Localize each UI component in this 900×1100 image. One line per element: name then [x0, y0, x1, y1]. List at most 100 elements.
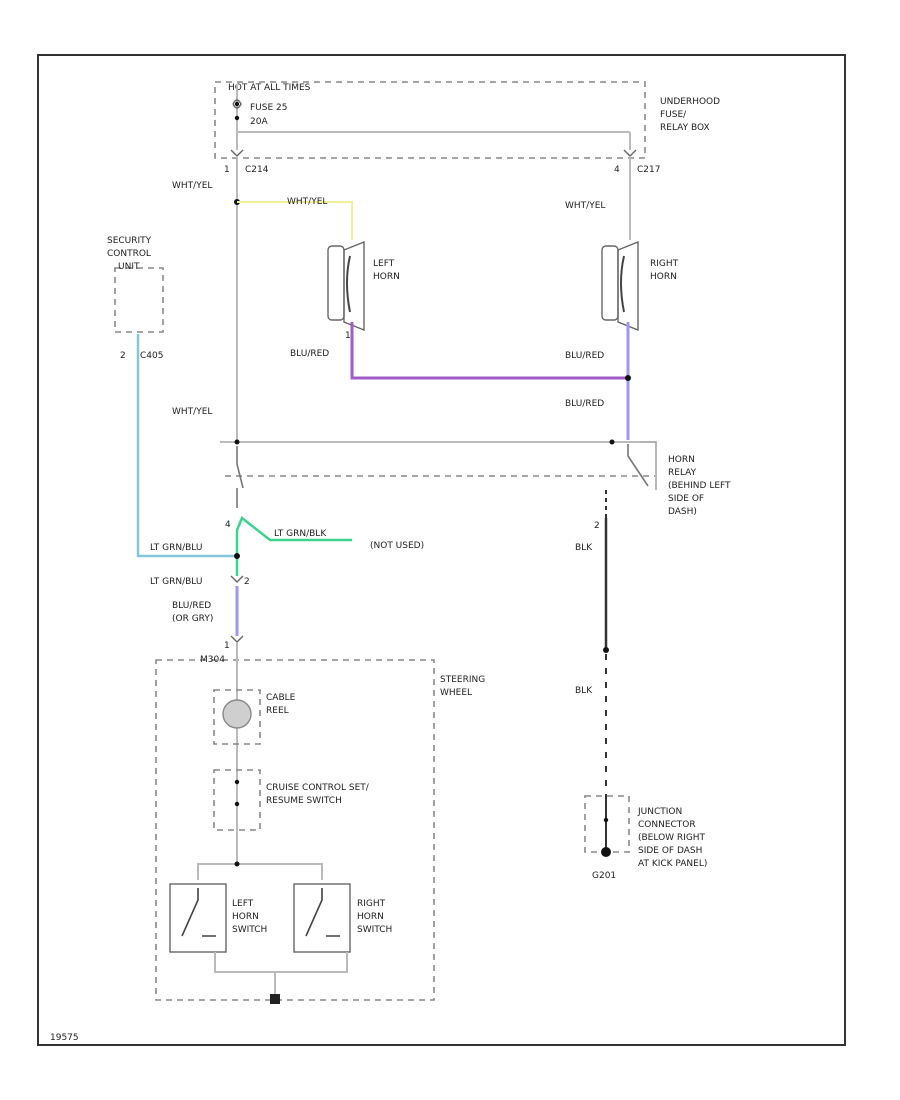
right-horn-bell-icon — [617, 240, 639, 332]
junction-label-line3: (BELOW RIGHT — [638, 833, 706, 843]
left-horn-bell-icon — [343, 240, 365, 332]
right-horn-switch-box — [293, 883, 351, 953]
connector-c217-pin: 4 — [614, 165, 620, 175]
wire-wht-yel-to-left-horn — [237, 201, 353, 240]
connector-lt-icon — [230, 575, 244, 583]
relay-pin-label: 2 — [594, 521, 600, 531]
junction-label-line4: SIDE OF DASH — [638, 846, 702, 856]
left-horn-switch-icon — [181, 888, 216, 937]
horn-switch-junction-dot — [234, 861, 240, 867]
cruise-switch-dot-bottom — [234, 801, 240, 807]
left-horn-pin: 1 — [345, 331, 351, 341]
diagram-frame — [37, 54, 846, 1046]
steering-wheel-label-line2: WHEEL — [440, 688, 472, 698]
diagram-code: 19575 — [50, 1033, 79, 1043]
left-horn-switch-box — [169, 883, 227, 953]
hot-at-all-times-label: HOT AT ALL TIMES — [228, 83, 311, 93]
horn-relay-label-line3: (BEHIND LEFT — [668, 481, 731, 491]
wire-label-wht-yel-left: WHT/YEL — [172, 181, 212, 191]
wire-blu-red-left-horn — [350, 322, 628, 380]
horn-relay-right-dot — [609, 439, 615, 445]
connector-c214-pin: 1 — [224, 165, 230, 175]
horn-relay-label-line5: DASH) — [668, 507, 697, 517]
right-horn-switch-label-line1: RIGHT — [357, 899, 386, 909]
horn-relay-label-line1: HORN — [668, 455, 695, 465]
fuse-rating-label: 20A — [250, 117, 268, 127]
cable-reel-icon — [222, 699, 252, 729]
junction-label-line5: AT KICK PANEL) — [638, 859, 707, 869]
cruise-switch-box — [213, 769, 261, 831]
security-label-line1: SECURITY — [107, 236, 152, 246]
right-horn-label-line1: RIGHT — [650, 259, 679, 269]
horn-relay-switch-left — [236, 446, 244, 508]
cruise-label-line2: RESUME SWITCH — [266, 796, 342, 806]
right-horn-icon — [601, 245, 619, 321]
wire-label-blk-upper: BLK — [575, 543, 593, 553]
wire-label-lt-grn-blu-lower: LT GRN/BLU — [150, 577, 202, 587]
lt-pin-label: 2 — [244, 577, 250, 587]
left-horn-switch-label-line1: LEFT — [232, 899, 254, 909]
horn-relay-switch-right — [627, 444, 649, 487]
left-horn-coil-icon — [346, 255, 351, 313]
connector-c405-label: C405 — [140, 351, 163, 361]
fuse-box-outline — [214, 81, 646, 159]
ground-g201-label: G201 — [592, 871, 616, 881]
horn-relay-label-line4: SIDE OF — [668, 494, 704, 504]
fuse-box-label-line3: RELAY BOX — [660, 123, 710, 133]
connector-c405-pin: 2 — [120, 351, 126, 361]
blu-pin-label: 1 — [224, 641, 230, 651]
steering-ground-icon — [270, 994, 280, 1004]
wire-label-blu-red-right2: BLU/RED — [565, 399, 604, 409]
horn-relay-bracket — [640, 441, 657, 490]
not-used-label: (NOT USED) — [370, 541, 424, 551]
wire-label-blu-red-right1: BLU/RED — [565, 351, 604, 361]
splice-blu-red-dot — [625, 375, 631, 381]
connector-c217-icon — [623, 149, 637, 157]
wire-label-or-gry: (OR GRY) — [172, 614, 213, 624]
right-horn-coil-icon — [620, 255, 625, 313]
right-horn-switch-label-line3: SWITCH — [357, 925, 392, 935]
fuse-icon — [232, 99, 242, 109]
cruise-switch-dot-top — [234, 779, 240, 785]
right-horn-switch-label-line2: HORN — [357, 912, 384, 922]
horn-switch-top-bus — [197, 863, 323, 880]
security-label-line3: UNIT — [118, 262, 140, 272]
left-horn-label-line2: HORN — [373, 272, 400, 282]
connector-c214-icon — [230, 149, 244, 157]
connector-blu-icon — [230, 635, 244, 643]
connector-c214-label: C214 — [245, 165, 269, 175]
left-horn-icon — [327, 245, 345, 321]
wire-label-blu-red-or: BLU/RED — [172, 601, 211, 611]
cable-reel-label-line1: CABLE — [266, 693, 296, 703]
wire-label-wht-yel-mid: WHT/YEL — [172, 407, 212, 417]
junction-dot — [603, 817, 609, 823]
right-horn-label-line2: HORN — [650, 272, 677, 282]
wire-lt-blu-security — [136, 334, 236, 558]
fuse-dot-top — [234, 101, 240, 107]
fuse-box-label-line2: FUSE/ — [660, 110, 687, 120]
cable-reel-box — [213, 689, 261, 745]
wire-label-blu-red-left: BLU/RED — [290, 349, 329, 359]
wire-label-lt-grn-blk: LT GRN/BLK — [274, 529, 327, 539]
left-horn-switch-label-line2: HORN — [232, 912, 259, 922]
right-horn-switch-icon — [305, 888, 340, 937]
wire-lt-grn-branch — [235, 516, 352, 542]
wire-label-wht-yel-right: WHT/YEL — [565, 201, 605, 211]
security-label-line2: CONTROL — [107, 249, 151, 259]
horn-switch-bottom-bus — [214, 952, 348, 973]
horn-relay-label-line2: RELAY — [668, 468, 697, 478]
ground-g201-icon — [601, 847, 611, 857]
steering-wheel-outline — [155, 659, 435, 1001]
left-horn-switch-label-line3: SWITCH — [232, 925, 267, 935]
wire-label-lt-grn-blu-left: LT GRN/BLU — [150, 543, 202, 553]
blk-splice-dot — [603, 647, 609, 653]
connector-c217-label: C217 — [637, 165, 660, 175]
left-horn-label-line1: LEFT — [373, 259, 395, 269]
security-control-unit-box — [114, 267, 164, 333]
junction-label-line2: CONNECTOR — [638, 820, 696, 830]
connector-m304-label: M304 — [200, 655, 225, 665]
wire-label-wht-yel-horn: WHT/YEL — [287, 197, 327, 207]
steering-wheel-label-line1: STEERING — [440, 675, 485, 685]
splice-lt-grn-dot — [234, 553, 240, 559]
